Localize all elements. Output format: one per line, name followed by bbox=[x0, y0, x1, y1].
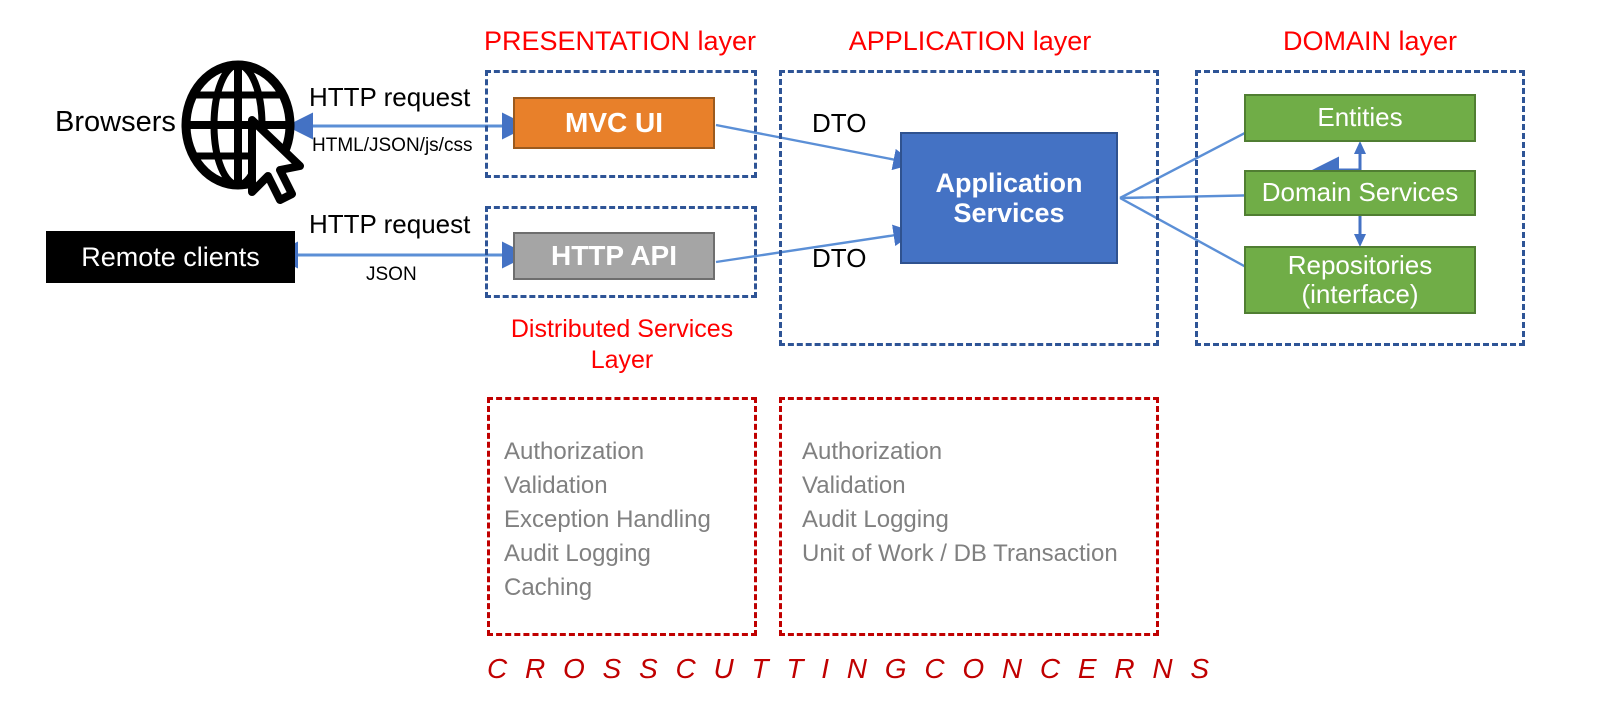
api-to-app-dto-label: DTO bbox=[812, 243, 867, 273]
presentation-layer-mvc-container bbox=[485, 70, 757, 178]
application-concern-list: Authorization Validation Audit Logging U… bbox=[802, 435, 1156, 571]
application-services-block[interactable]: Application Services bbox=[900, 132, 1118, 264]
entities-block[interactable]: Entities bbox=[1244, 94, 1476, 142]
domain-services-label: Domain Services bbox=[1261, 177, 1459, 208]
presentation-layer-api-container bbox=[485, 206, 757, 298]
repositories-block[interactable]: Repositories (interface) bbox=[1244, 246, 1476, 314]
dsl-title-line2: Layer bbox=[590, 345, 654, 374]
application-cross-cutting-box: Authorization Validation Audit Logging U… bbox=[779, 397, 1159, 636]
application-layer-container bbox=[779, 70, 1159, 346]
cross-cutting-concerns-banner: C R O S S C U T T I N G C O N C E R N S bbox=[487, 653, 1215, 684]
domain-layer-container bbox=[1195, 70, 1525, 346]
browsers-label: Browsers bbox=[55, 106, 176, 138]
application-services-label-line2: Services bbox=[953, 198, 1065, 228]
mvc-to-app-dto-label: DTO bbox=[812, 108, 867, 138]
remote-clients-label: Remote clients bbox=[81, 241, 260, 272]
domain-layer-title: DOMAIN layer bbox=[1282, 26, 1458, 56]
concern-item: Exception Handling bbox=[504, 506, 711, 534]
remote-clients-block: Remote clients bbox=[46, 231, 295, 283]
http-api-label: HTTP API bbox=[550, 240, 677, 272]
distributed-services-layer-title: Distributed Services Layer bbox=[487, 314, 757, 375]
http-api-block[interactable]: HTTP API bbox=[513, 232, 715, 280]
repositories-label-line2: (interface) bbox=[1301, 279, 1419, 309]
application-services-label-line1: Application bbox=[935, 167, 1083, 198]
concern-item: Authorization bbox=[504, 438, 645, 465]
presentation-concern-list: Authorization Validation Exception Handl… bbox=[504, 435, 754, 605]
repositories-label-line1: Repositories bbox=[1287, 249, 1433, 280]
concern-item: Unit of Work / DB Transaction bbox=[802, 540, 1118, 568]
application-layer-title: APPLICATION layer bbox=[848, 26, 1092, 56]
client-request-label: HTTP request bbox=[309, 209, 471, 239]
concern-item: Validation bbox=[504, 472, 608, 500]
concern-item: Validation bbox=[802, 472, 906, 500]
presentation-cross-cutting-box: Authorization Validation Exception Handl… bbox=[487, 397, 757, 636]
presentation-layer-title: PRESENTATION layer bbox=[483, 26, 757, 56]
concern-item: Authorization bbox=[802, 438, 943, 465]
mvc-ui-block[interactable]: MVC UI bbox=[513, 97, 715, 149]
concern-item: Audit Logging bbox=[802, 506, 949, 534]
client-response-label: JSON bbox=[366, 264, 417, 285]
mvc-ui-label: MVC UI bbox=[565, 107, 663, 139]
browser-response-label: HTML/JSON/js/css bbox=[312, 135, 473, 156]
domain-services-block[interactable]: Domain Services bbox=[1244, 170, 1476, 216]
globe-cursor-icon bbox=[181, 60, 304, 204]
entities-label: Entities bbox=[1317, 102, 1403, 133]
concern-item: Audit Logging bbox=[504, 540, 651, 568]
dsl-title-line1: Distributed Services bbox=[510, 315, 734, 343]
browser-request-label: HTTP request bbox=[309, 82, 471, 112]
concern-item: Caching bbox=[504, 574, 593, 602]
